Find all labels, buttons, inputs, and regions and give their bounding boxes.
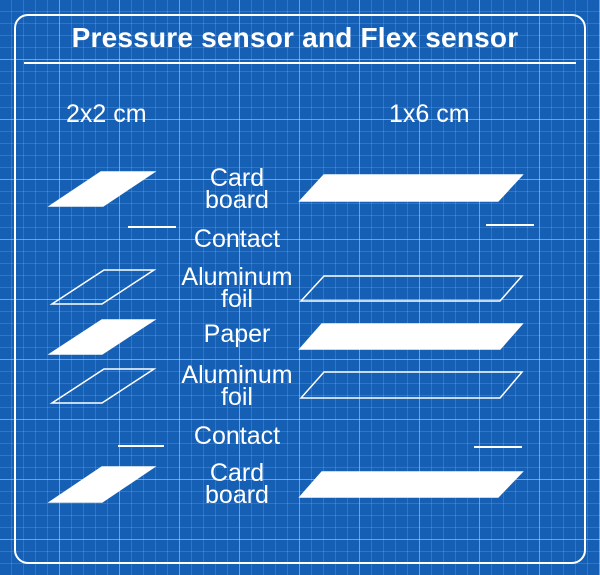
flex-aluminum-foil-bottom-shape xyxy=(299,371,524,399)
layer-label-line: Aluminum xyxy=(181,263,293,291)
layer-label-card-board-bottom: Card board xyxy=(157,459,317,509)
layer-label-line: Aluminum xyxy=(181,361,293,389)
layer-label-contact-bottom: Contact xyxy=(157,422,317,450)
pressure-card-board-top-shape xyxy=(47,171,157,207)
layer-label-line: board xyxy=(205,186,269,214)
layer-label-card-board-top: Card board xyxy=(157,164,317,214)
flex-card-board-top-shape xyxy=(298,174,524,202)
pressure-sensor-size-label: 2x2 cm xyxy=(66,100,147,128)
layer-label-aluminum-foil-bottom: Aluminum foil xyxy=(157,361,317,411)
pressure-card-board-bottom-shape xyxy=(47,466,157,503)
layer-label-aluminum-foil-top: Aluminum foil xyxy=(157,263,317,313)
pressure-paper-shape xyxy=(47,319,157,355)
pressure-aluminum-foil-top-shape xyxy=(49,269,157,305)
layer-label-line: foil xyxy=(221,285,253,313)
flex-sensor-size-label: 1x6 cm xyxy=(389,100,470,128)
layer-label-line: foil xyxy=(221,383,253,411)
layer-label-paper: Paper xyxy=(157,320,317,348)
layer-label-line: Contact xyxy=(193,225,281,253)
diagram-frame xyxy=(14,14,586,564)
layer-label-line: Contact xyxy=(193,422,281,450)
layer-label-contact-top: Contact xyxy=(157,225,317,253)
flex-aluminum-foil-top-shape xyxy=(299,275,524,302)
title-underline xyxy=(24,62,576,64)
flex-paper-shape xyxy=(298,323,524,350)
layer-label-line: board xyxy=(205,481,269,509)
pressure-aluminum-foil-bottom-shape xyxy=(49,368,157,404)
diagram-title: Pressure sensor and Flex sensor xyxy=(71,22,519,53)
layer-label-line: Paper xyxy=(203,320,271,348)
layer-label-line: Card xyxy=(209,459,265,487)
flex-card-board-bottom-shape xyxy=(298,471,524,498)
layer-label-line: Card xyxy=(209,164,265,192)
